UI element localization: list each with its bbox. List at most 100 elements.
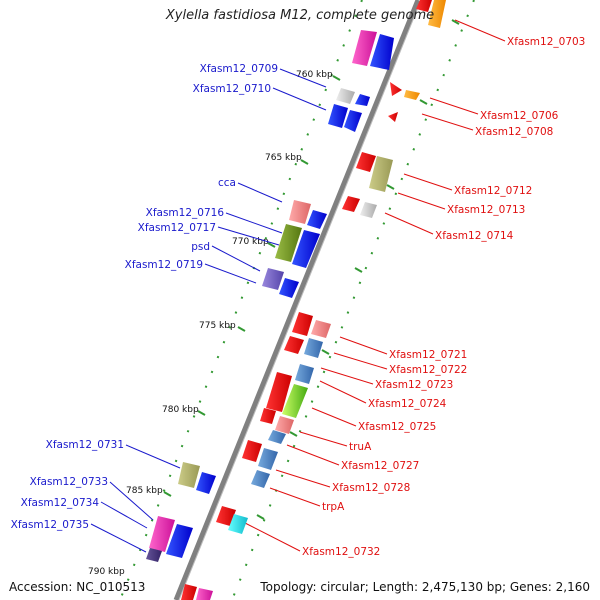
genome-summary-text: Topology: circular; Length: 2,475,130 bp… bbox=[260, 580, 590, 594]
leader-0714 bbox=[384, 212, 434, 235]
leader-0723 bbox=[320, 367, 374, 385]
label-xfasm12-0727[interactable]: Xfasm12_0727 bbox=[341, 460, 419, 472]
leader-0722 bbox=[333, 352, 388, 370]
label-xfasm12-0712[interactable]: Xfasm12_0712 bbox=[454, 185, 532, 197]
label-xfasm12-0708[interactable]: Xfasm12_0708 bbox=[475, 126, 553, 138]
label-xfasm12-0728[interactable]: Xfasm12_0728 bbox=[332, 482, 410, 494]
leader-trpA bbox=[269, 487, 321, 507]
gene-0728[interactable] bbox=[251, 470, 270, 488]
label-xfasm12-0713[interactable]: Xfasm12_0713 bbox=[447, 204, 525, 216]
gene-0717[interactable] bbox=[275, 224, 302, 262]
gene-0709-arrow bbox=[355, 94, 370, 106]
label-xfasm12-0709[interactable]: Xfasm12_0709 bbox=[200, 63, 278, 75]
tick-marks bbox=[163, 19, 460, 520]
gene-0723[interactable] bbox=[266, 372, 292, 412]
gene-trpA[interactable] bbox=[216, 506, 236, 526]
leader-cca bbox=[237, 182, 283, 203]
leader-0713 bbox=[397, 192, 446, 210]
gene-0709[interactable] bbox=[336, 88, 355, 104]
gene-psd[interactable] bbox=[262, 268, 284, 290]
gene-0733[interactable] bbox=[149, 516, 175, 552]
gene-0708[interactable] bbox=[388, 112, 398, 122]
gene-0723b bbox=[295, 364, 314, 384]
gene-0710[interactable] bbox=[328, 104, 348, 128]
gene-bottom-red bbox=[181, 584, 197, 600]
label-xfasm12-0731[interactable]: Xfasm12_0731 bbox=[46, 439, 124, 451]
gene-cca[interactable] bbox=[289, 200, 311, 224]
tick-label-775: 775 kbp bbox=[199, 321, 236, 331]
gene-0719[interactable] bbox=[279, 278, 299, 298]
label-xfasm12-0721[interactable]: Xfasm12_0721 bbox=[389, 349, 467, 361]
gene-0710b bbox=[344, 110, 362, 132]
label-cca[interactable]: cca bbox=[218, 177, 236, 189]
label-xfasm12-0724[interactable]: Xfasm12_0724 bbox=[368, 398, 447, 410]
gene-0732[interactable] bbox=[228, 514, 248, 534]
tick-label-770: 770 kbp bbox=[232, 237, 269, 247]
label-trpa[interactable]: trpA bbox=[322, 501, 345, 513]
genome-backbone-highlight bbox=[178, 0, 422, 600]
leader-0733 bbox=[109, 481, 154, 521]
left-strand-genes bbox=[146, 30, 394, 600]
gene-0712[interactable] bbox=[356, 152, 376, 172]
leader-0734 bbox=[100, 501, 148, 529]
leader-0721 bbox=[339, 336, 388, 355]
leader-0716 bbox=[225, 212, 283, 234]
leader-0719 bbox=[204, 263, 257, 284]
gene-0721[interactable] bbox=[292, 312, 313, 336]
tick-label-765: 765 kbp bbox=[265, 153, 302, 163]
gene-0716[interactable] bbox=[307, 210, 327, 229]
label-xfasm12-0710[interactable]: Xfasm12_0710 bbox=[193, 83, 271, 95]
label-xfasm12-0716[interactable]: Xfasm12_0716 bbox=[146, 207, 225, 219]
label-xfasm12-0725[interactable]: Xfasm12_0725 bbox=[358, 421, 436, 433]
gene-0712b bbox=[369, 156, 393, 192]
leader-0728 bbox=[275, 469, 331, 488]
gene-0725[interactable] bbox=[260, 408, 276, 424]
leader-0727 bbox=[286, 444, 340, 466]
leader-0717 bbox=[217, 226, 280, 246]
label-xfasm12-0734[interactable]: Xfasm12_0734 bbox=[21, 497, 100, 509]
gene-0724[interactable] bbox=[282, 384, 308, 418]
leader-0732 bbox=[244, 522, 301, 552]
label-xfasm12-0722[interactable]: Xfasm12_0722 bbox=[389, 364, 467, 376]
gene-0731[interactable] bbox=[178, 462, 200, 488]
gene-0706[interactable] bbox=[390, 82, 402, 96]
label-xfasm12-0723[interactable]: Xfasm12_0723 bbox=[375, 379, 453, 391]
leader-0735 bbox=[90, 523, 147, 553]
leader-0725 bbox=[311, 407, 357, 427]
map-title: Xylella fastidiosa M12, complete genome bbox=[165, 8, 435, 23]
gene-blue-top bbox=[370, 34, 394, 70]
gene-0735[interactable] bbox=[146, 548, 162, 562]
gene-0717b bbox=[292, 230, 320, 268]
gene-0722[interactable] bbox=[284, 336, 304, 354]
gene-0721b bbox=[311, 320, 331, 338]
label-xfasm12-0719[interactable]: Xfasm12_0719 bbox=[125, 259, 203, 271]
label-xfasm12-0714[interactable]: Xfasm12_0714 bbox=[435, 230, 514, 242]
gene-0714[interactable] bbox=[360, 202, 377, 218]
label-xfasm12-0706[interactable]: Xfasm12_0706 bbox=[480, 110, 559, 122]
label-xfasm12-0733[interactable]: Xfasm12_0733 bbox=[30, 476, 108, 488]
leader-0709 bbox=[279, 68, 327, 88]
gene-0703[interactable] bbox=[428, 0, 446, 28]
label-xfasm12-0717[interactable]: Xfasm12_0717 bbox=[138, 222, 216, 234]
gene-0713[interactable] bbox=[342, 196, 360, 212]
tick-label-780: 780 kbp bbox=[162, 405, 199, 415]
gene-0734[interactable] bbox=[166, 524, 193, 558]
label-trua[interactable]: truA bbox=[349, 441, 372, 453]
label-xfasm12-0703[interactable]: Xfasm12_0703 bbox=[507, 36, 585, 48]
gene-0727[interactable] bbox=[242, 440, 262, 462]
tick-label-785: 785 kbp bbox=[126, 486, 163, 496]
leader-0712 bbox=[403, 173, 453, 191]
label-xfasm12-0732[interactable]: Xfasm12_0732 bbox=[302, 546, 380, 558]
leader-0710 bbox=[272, 87, 327, 111]
gene-truA[interactable] bbox=[268, 430, 286, 444]
leader-0708 bbox=[421, 113, 474, 131]
gene-top-red bbox=[416, 0, 432, 12]
tick-label-790: 790 kbp bbox=[88, 567, 125, 577]
accession-text: Accession: NC_010513 bbox=[9, 580, 146, 594]
gene-0706b bbox=[404, 90, 420, 100]
label-psd[interactable]: psd bbox=[191, 241, 210, 253]
leader-truA bbox=[299, 431, 348, 447]
label-xfasm12-0735[interactable]: Xfasm12_0735 bbox=[11, 519, 89, 531]
gene-0727b bbox=[258, 448, 278, 470]
